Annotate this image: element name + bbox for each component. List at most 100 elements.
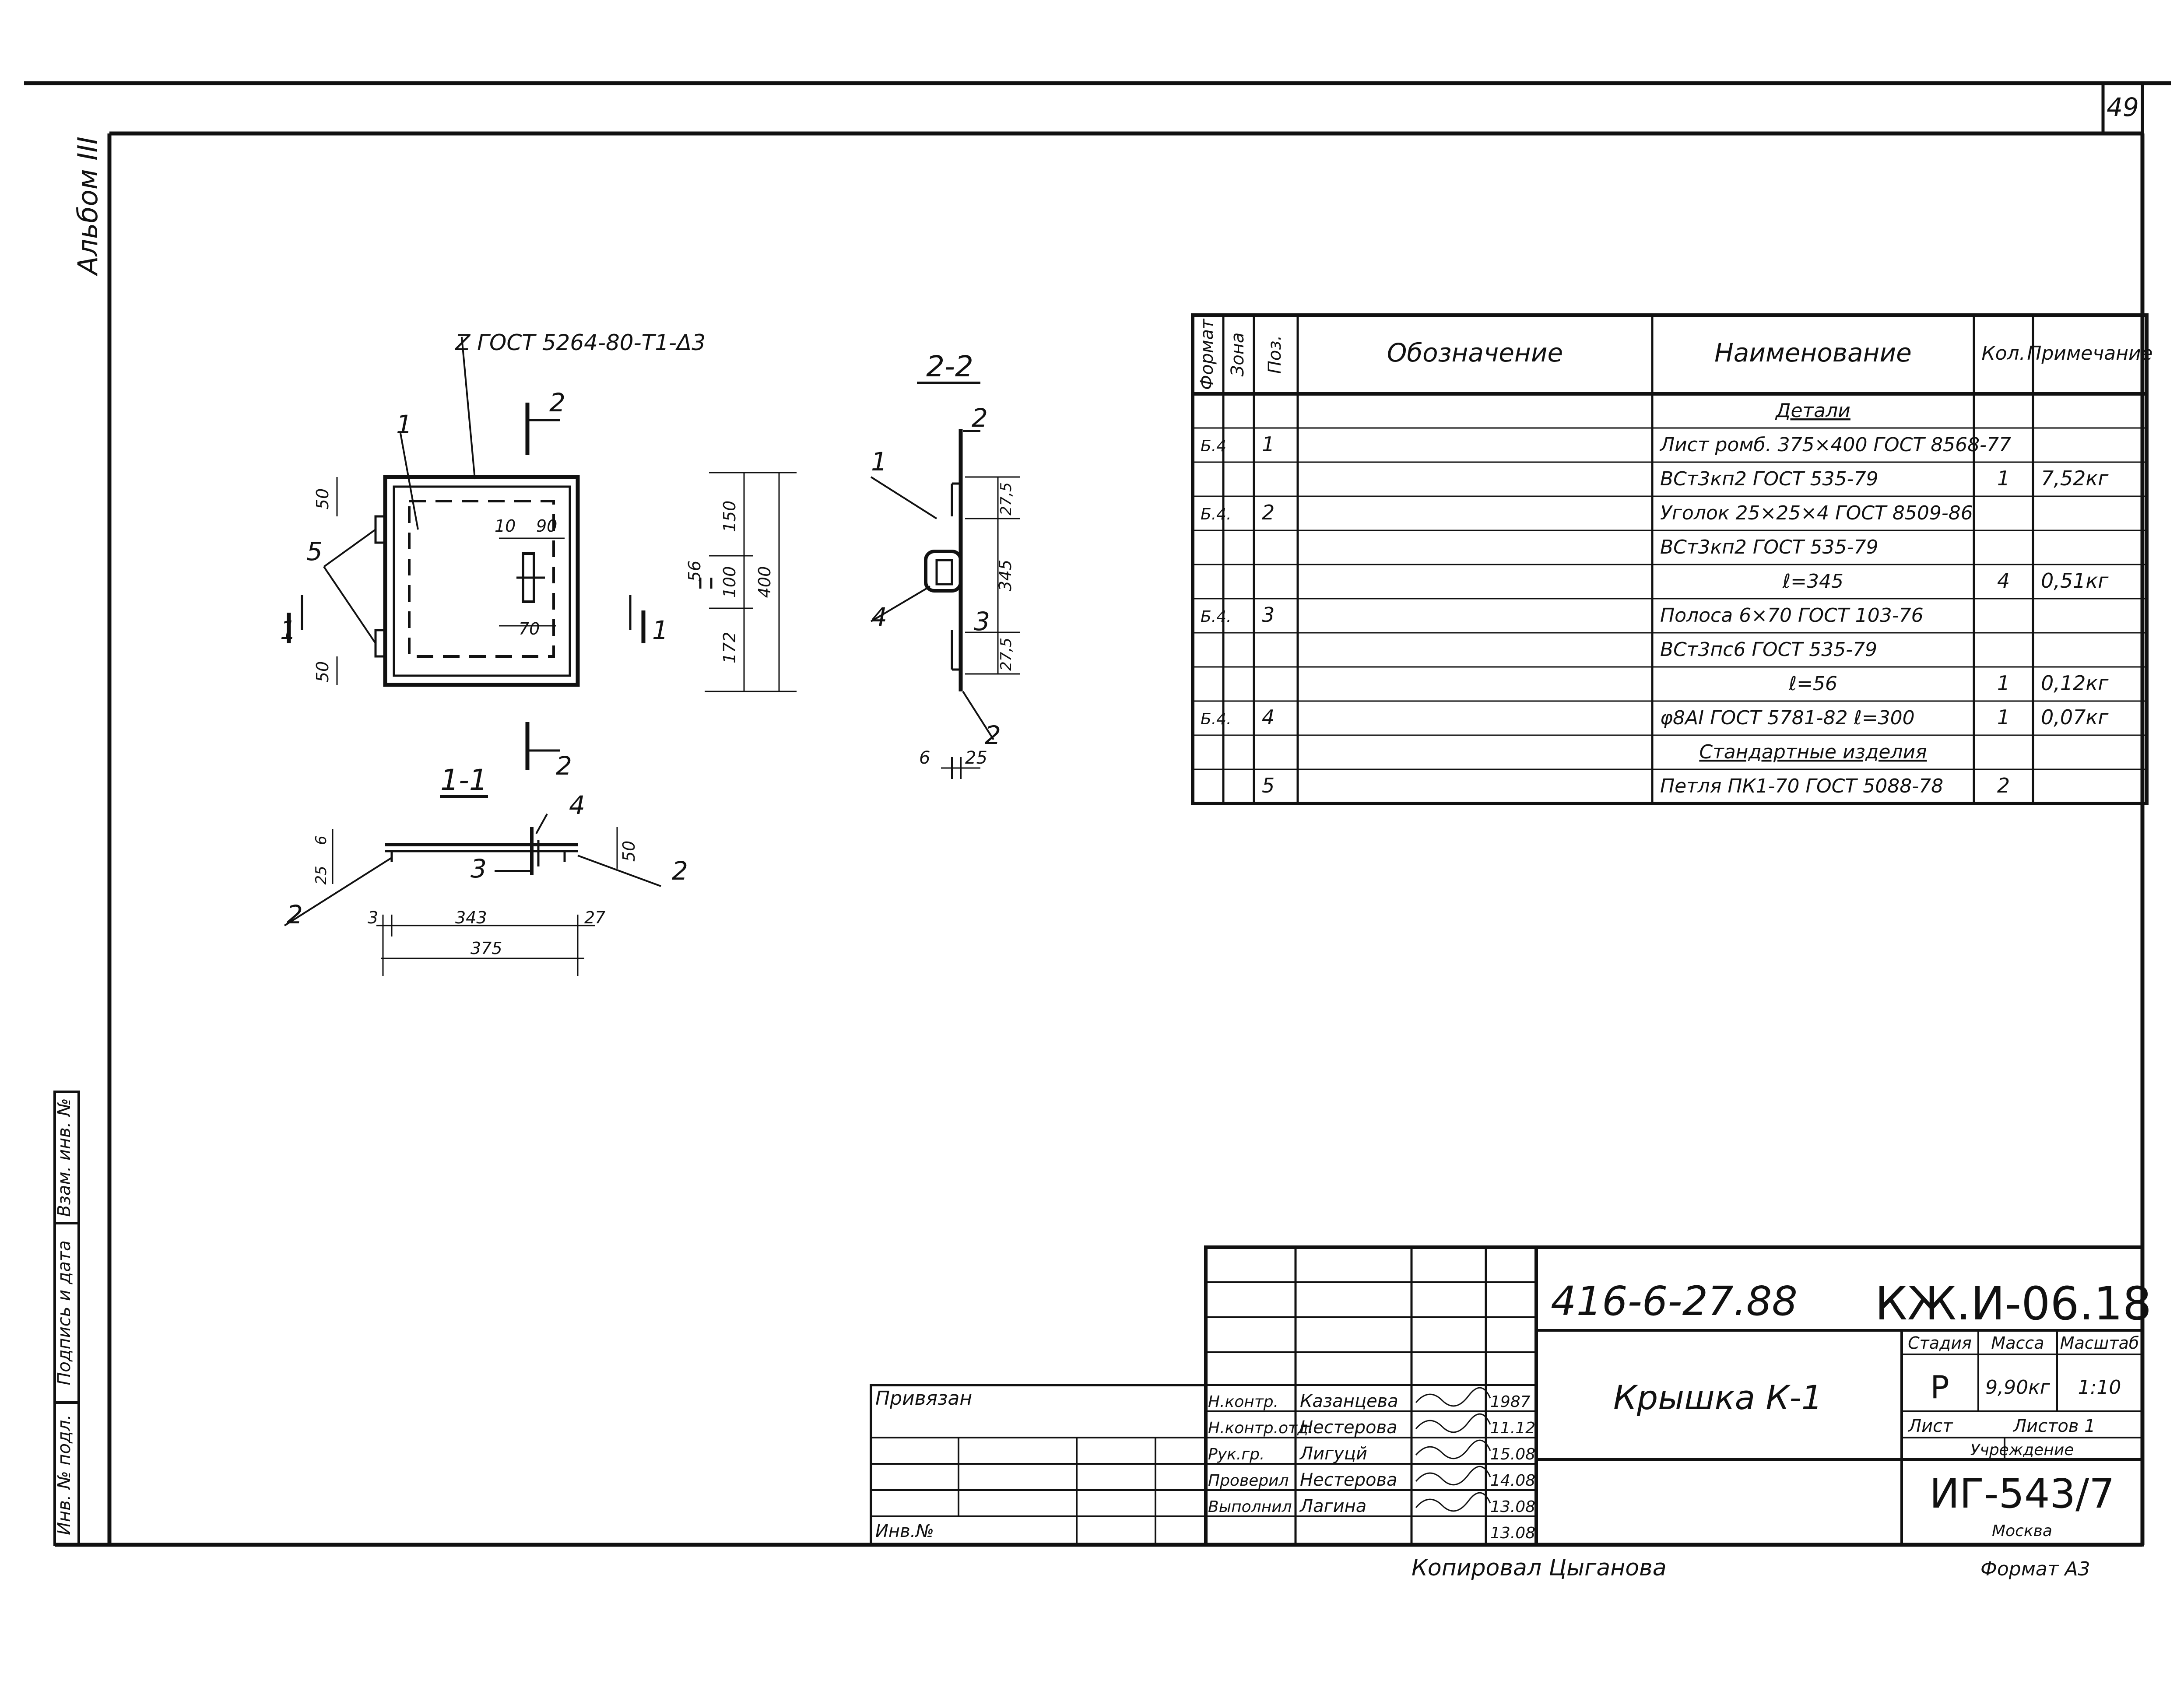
- signer-date: 1987: [1490, 1393, 1531, 1411]
- drawing-code: 416-6-27.88: [1551, 1278, 1798, 1325]
- section-2-2: [870, 382, 1020, 779]
- dim-50-bottom: 50: [313, 661, 332, 682]
- signer-name: Лагина: [1299, 1496, 1366, 1516]
- dim-90: 90: [536, 516, 557, 536]
- spec-cell: Уголок 25×25×4 ГОСТ 8509-86: [1660, 502, 1973, 524]
- cut-mark-2-bottom: 2: [556, 751, 572, 781]
- format-label: Формат А3: [1980, 1558, 2090, 1580]
- spec-header-0: Формат: [1197, 318, 1217, 390]
- side-dim-view: [699, 472, 797, 692]
- spec-cell: ВСт3кп2 ГОСТ 535-79: [1660, 536, 1878, 558]
- spec-cell: 2: [1262, 501, 1275, 524]
- spec-cell: ВСт3пс6 ГОСТ 535-79: [1660, 638, 1877, 661]
- spec-cell: 1: [1262, 432, 1275, 456]
- dim-25-b: 25: [313, 866, 330, 884]
- dim-56: 56: [685, 561, 704, 582]
- spec-cell: 7,52кг: [2041, 466, 2109, 490]
- spec-cell: 0,07кг: [2041, 705, 2109, 729]
- spec-cell: 0,12кг: [2041, 671, 2109, 695]
- sheet-label: Лист: [1907, 1416, 1953, 1436]
- spec-cell: ℓ=56: [1788, 673, 1837, 695]
- signer-role: Проверил: [1208, 1472, 1289, 1490]
- s22-pos-1: 1: [871, 447, 887, 477]
- s11-pos-2-left: 2: [287, 900, 303, 929]
- spec-cell: Б.4: [1201, 437, 1226, 455]
- signer-date: 15.08: [1490, 1445, 1535, 1463]
- s11-pos-2-right: 2: [672, 856, 688, 886]
- spec-header-5: Кол.: [1981, 342, 2025, 365]
- spec-cell: 0,51кг: [2041, 569, 2109, 593]
- section-1-1-label: 1-1: [440, 763, 488, 797]
- s22-pos-3: 3: [974, 607, 990, 636]
- spec-header-6: Примечание: [2027, 342, 2152, 365]
- s11-pos-3: 3: [471, 854, 487, 884]
- spec-cell: ℓ=345: [1782, 570, 1843, 593]
- spec-cell: φ8АI ГОСТ 5781-82 ℓ=300: [1660, 707, 1915, 729]
- org-label: Учреждение: [1970, 1441, 2074, 1459]
- signer-date: 11.12: [1490, 1419, 1535, 1437]
- signer-date: 14.08: [1490, 1472, 1535, 1490]
- sheet-frame: [24, 81, 2171, 1547]
- dim-150: 150: [720, 501, 739, 533]
- spec-header-2: Поз.: [1265, 335, 1285, 374]
- dim-70: 70: [519, 619, 540, 638]
- dim-6: 6: [919, 748, 930, 768]
- stage-value: Р: [1930, 1369, 1949, 1406]
- spec-cell: Б.4.: [1201, 505, 1232, 523]
- drawing-name: Крышка К-1: [1613, 1378, 1822, 1417]
- last-date: 13.08: [1490, 1524, 1535, 1542]
- dim-343: 343: [455, 908, 487, 927]
- inv-label: Инв.№: [875, 1521, 934, 1541]
- side-stamp: [53, 1091, 80, 1546]
- signer-name: Лигуцй: [1299, 1444, 1367, 1464]
- dim-400: 400: [755, 566, 774, 598]
- signer-name: Нестерова: [1300, 1417, 1397, 1438]
- dim-100: 100: [720, 566, 739, 598]
- dim-375: 375: [471, 939, 502, 958]
- spec-cell: 1: [1997, 705, 2010, 729]
- scale-header: Масштаб: [2060, 1333, 2139, 1353]
- spec-header-4: Наименование: [1714, 338, 1912, 368]
- city: Москва: [1992, 1522, 2052, 1540]
- spec-cell: Стандартные изделия: [1699, 741, 1927, 763]
- album-label: Альбом III: [72, 137, 104, 277]
- applied-label: Привязан: [875, 1387, 972, 1410]
- dim-345: 345: [996, 560, 1015, 592]
- spec-cell: 1: [1997, 671, 2010, 695]
- spec-cell: ВСт3кп2 ГОСТ 535-79: [1660, 468, 1878, 490]
- signer-name: Нестерова: [1300, 1470, 1397, 1490]
- signer-role: Рук.гр.: [1208, 1445, 1264, 1463]
- signer-date: 13.08: [1490, 1498, 1535, 1516]
- spec-cell: Детали: [1775, 400, 1850, 422]
- sheets-label: Листов 1: [2012, 1416, 2096, 1436]
- dim-27: 27: [584, 908, 605, 927]
- plan-pos-1: 1: [396, 410, 412, 439]
- sheet-number: 49: [2107, 92, 2139, 122]
- spec-cell: 2: [1997, 774, 2010, 797]
- copied-by: Копировал Цыганова: [1412, 1555, 1667, 1581]
- org-value: ИГ-543/7: [1929, 1470, 2114, 1517]
- mass-value: 9,90кг: [1985, 1376, 2051, 1399]
- side-stamp-replace: Взам. инв. №: [54, 1098, 74, 1217]
- side-stamp-inv: Инв. № подл.: [54, 1414, 74, 1535]
- cut-mark-2-top: 2: [549, 388, 565, 417]
- plan-view: [287, 337, 646, 770]
- spec-cell: 3: [1262, 603, 1275, 627]
- mass-header: Масса: [1991, 1333, 2044, 1353]
- dim-27-5-top: 27,5: [997, 482, 1015, 516]
- spec-cell: 4: [1997, 569, 2010, 593]
- signer-name: Казанцева: [1300, 1391, 1398, 1411]
- scale-value: 1:10: [2078, 1376, 2121, 1399]
- spec-cell: 4: [1262, 705, 1275, 729]
- s22-pos-2-top: 2: [972, 403, 988, 433]
- signer-role: Н.контр.отд.: [1208, 1419, 1313, 1437]
- drawing-mark: КЖ.И-06.18: [1875, 1277, 2152, 1330]
- s22-pos-4: 4: [871, 602, 887, 632]
- side-stamp-sign: Подпись и дата: [54, 1240, 74, 1385]
- signer-role: Выполнил: [1208, 1498, 1292, 1516]
- dim-25: 25: [965, 748, 987, 768]
- spec-cell: Полоса 6×70 ГОСТ 103-76: [1660, 604, 1924, 627]
